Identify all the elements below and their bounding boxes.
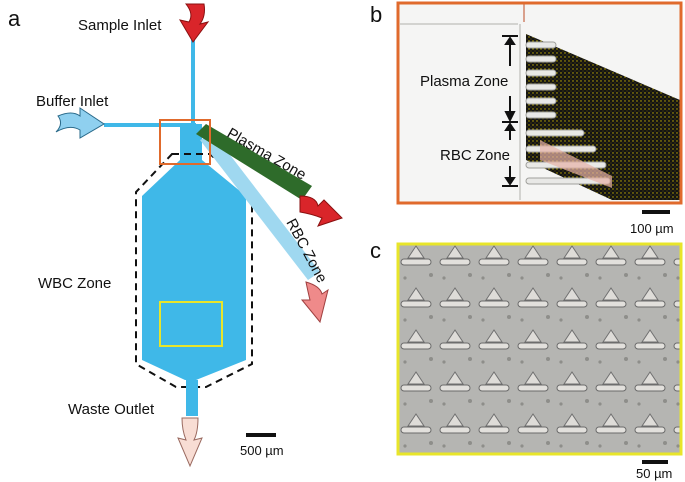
scale-bar-a-label: 500 µm [240,443,284,458]
sample-inlet-label: Sample Inlet [78,17,162,34]
rbc-outlet-arrow [300,281,329,324]
panel-c: c 50 µm [370,238,683,481]
rbc-channel [200,134,320,280]
scale-bar-b-label: 100 µm [630,221,674,236]
sample-inlet-arrow [178,3,210,43]
sample-channel [191,40,195,126]
micrograph-b-border [396,1,683,205]
panel-a-letter: a [8,6,21,31]
waste-channel [186,380,198,416]
panel-b-plasma-label: Plasma Zone [420,73,508,90]
scale-bar-b [642,210,670,214]
micrograph-c-border [396,242,683,456]
wbc-zone-label: WBC Zone [38,275,111,292]
wbc-zone-outline [135,153,253,388]
buffer-channel [104,123,196,127]
scale-bar-c-label: 50 µm [636,466,672,481]
panel-b: b [370,1,683,236]
orange-highlight-box [159,119,211,165]
panel-c-letter: c [370,238,381,263]
panel-b-letter: b [370,2,382,27]
rbc-zone-marker [502,122,518,187]
main-channel [180,124,202,164]
plasma-channel [196,124,312,200]
panel-b-rbc-label: RBC Zone [440,147,510,164]
buffer-inlet-arrow [55,107,105,139]
buffer-inlet-label: Buffer Inlet [36,93,109,110]
scale-bar-a [246,433,276,437]
rbc-streaks [540,140,612,188]
yellow-highlight-box [159,301,223,347]
waste-outlet-arrow [177,417,203,468]
plasma-outlet-arrow [299,195,343,227]
scale-bar-c [642,460,668,464]
wbc-chamber [142,160,246,380]
waste-outlet-label: Waste Outlet [68,401,155,418]
panel-a: a Sample Inlet Buffer Inlet Plasma Zone [8,3,343,468]
micrograph-c [398,244,681,454]
plasma-zone-marker [502,35,518,123]
